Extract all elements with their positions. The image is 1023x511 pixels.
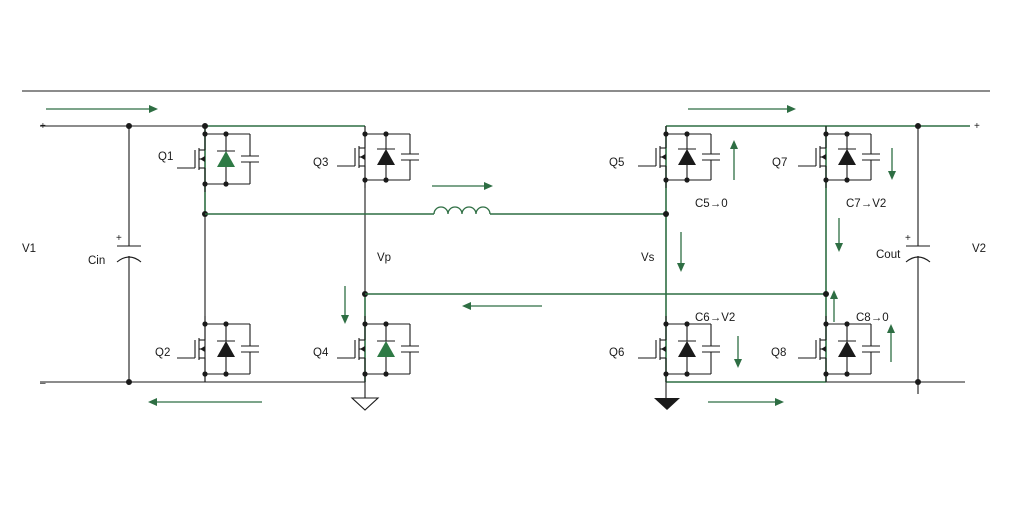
input-rails [40,125,366,398]
diode-icon [838,148,856,165]
q8-label: Q8 [771,347,786,359]
capacitor-icon [862,153,880,161]
diode-icon [217,150,235,167]
diode-icon [678,148,696,165]
capacitor-icon [702,153,720,161]
current-arrows [46,105,896,406]
cout-plus-sign: + [905,233,911,244]
c8-label: C8→0 [856,312,889,324]
q5-label: Q5 [609,157,624,169]
mosfet-q8 [798,316,880,382]
current-arrow-icon [708,398,784,406]
vp-label: Vp [377,252,391,264]
mosfet-q2 [177,316,259,382]
current-arrow-icon [887,324,895,362]
mosfet-q3 [337,126,419,188]
c7-label: C7→V2 [846,198,886,210]
right-inner-leg-wires [663,126,669,382]
output-rails [665,125,970,398]
v1-minus-sign: – [40,378,46,389]
cin-plus-sign: + [116,233,122,244]
q2-label: Q2 [155,347,170,359]
mosfet-q5 [638,126,720,188]
diode-icon [838,340,856,357]
current-arrow-icon [734,336,742,368]
current-arrow-icon [677,232,685,272]
capacitor-icon [241,345,259,353]
q6-label: Q6 [609,347,624,359]
diode-icon [377,340,395,357]
ground-icon-filled [654,398,680,410]
mosfet-q4 [337,316,419,382]
current-arrow-icon [462,302,542,310]
right-outer-leg-wires [823,126,829,382]
inductor-icon [205,206,666,215]
v2-plus-sign: + [974,121,980,132]
mid-leg-wires [362,126,368,382]
q4-label: Q4 [313,347,329,359]
cin-capacitor [116,123,142,385]
mosfet-q7 [798,126,880,188]
current-arrow-icon [341,286,349,324]
capacitor-icon [401,345,419,353]
cout-label: Cout [876,249,901,261]
capacitor-icon [862,345,880,353]
current-arrow-icon [730,140,738,180]
v1-plus-sign: + [40,121,46,132]
capacitor-icon [241,155,259,163]
vs-label: Vs [641,252,655,264]
q3-label: Q3 [313,157,328,169]
current-arrow-icon [830,290,838,322]
v1-label: V1 [22,243,36,255]
q1-label: Q1 [158,151,173,163]
capacitor-icon [401,153,419,161]
current-arrow-icon [46,105,158,113]
current-arrow-icon [148,398,262,406]
capacitor-icon [702,345,720,353]
v2-label: V2 [972,243,986,255]
current-arrow-icon [688,105,796,113]
diode-icon [217,340,235,357]
ground-icon [350,397,380,411]
cin-label: Cin [88,255,105,267]
c6-label: C6→V2 [695,312,735,324]
diode-icon [678,340,696,357]
current-arrow-icon [888,148,896,180]
diode-icon [377,148,395,165]
q7-label: Q7 [772,157,787,169]
mosfet-q1 [177,126,259,192]
mosfet-q6 [638,316,720,382]
current-arrow-icon [835,218,843,252]
current-arrow-icon [432,182,493,190]
c5-label: C5→0 [695,198,728,210]
cout-capacitor [905,123,931,394]
